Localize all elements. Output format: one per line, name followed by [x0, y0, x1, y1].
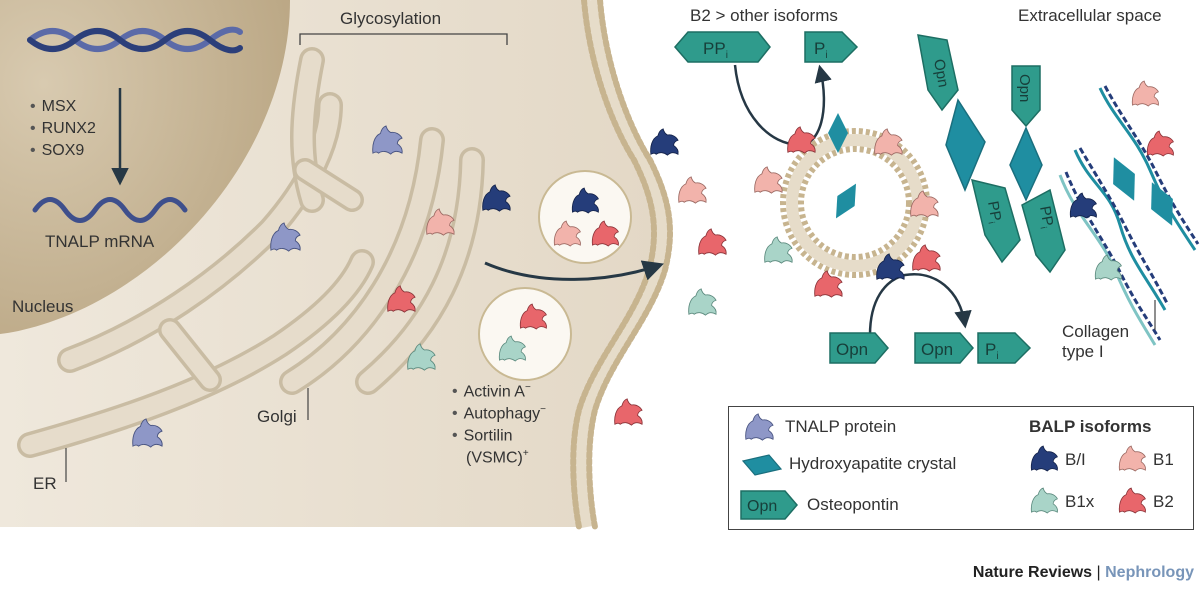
collagen-label: Collagen type I	[1062, 322, 1130, 361]
journal-name: Nature Reviews	[972, 564, 1093, 581]
balp-b1-icon	[874, 128, 903, 156]
balp-b-i-icon	[1069, 192, 1097, 219]
journal-subject: Nephrology	[1105, 564, 1194, 581]
secretion-arrow	[484, 260, 664, 281]
isoform-note: B2 > other isoforms	[690, 6, 838, 25]
secretory-vesicle-1	[538, 170, 632, 264]
balp-b1-icon	[754, 166, 783, 194]
golgi-apparatus	[279, 127, 485, 395]
balp-b2-icon	[912, 244, 941, 272]
svg-text:Opn: Opn	[921, 340, 953, 359]
legend-b2-label: B2	[1153, 492, 1174, 511]
regulator-item: Autophagy−	[452, 404, 546, 423]
osteopontin-icon	[740, 490, 798, 520]
pi-label: Pi	[814, 39, 828, 61]
osteopontin-chain-1: Opn PPi	[917, 34, 1021, 264]
endoplasmic-reticulum	[17, 47, 375, 458]
golgi-label: Golgi	[257, 407, 297, 426]
journal-credit: Nature Reviews | Nephrology	[973, 564, 1194, 582]
tnalp-protein-icon	[745, 413, 774, 441]
balp-b1-icon	[1118, 445, 1146, 472]
opn-tag-left: Opn	[829, 332, 889, 364]
balp-b1x-icon	[764, 236, 793, 264]
mrna-strand-icon	[32, 197, 188, 223]
regulator-item: Sortilin	[452, 426, 513, 445]
regulator-item: Activin A−	[452, 382, 531, 401]
extracellular-space-label: Extracellular space	[1018, 6, 1162, 25]
svg-text:PPi: PPi	[983, 200, 1005, 225]
hydroxyapatite-crystal-icon	[741, 454, 783, 476]
balp-b-i-icon	[1030, 445, 1058, 472]
regulator-item-continuation: (VSMC)+	[466, 448, 529, 467]
balp-b1-icon	[678, 176, 707, 204]
nucleus-label: Nucleus	[12, 297, 74, 316]
svg-text:PPi: PPi	[1035, 205, 1057, 230]
secretory-vesicle-2	[478, 287, 572, 381]
ppi-tag: PPi	[674, 31, 771, 63]
opn-tag-right: Opn	[914, 332, 974, 364]
balp-b2-icon	[1118, 487, 1146, 514]
dna-helix-icon	[27, 26, 243, 54]
balp-b-i-icon	[650, 128, 679, 156]
balp-b1-icon	[1131, 80, 1159, 107]
legend-icons: Opn	[740, 413, 1146, 520]
legend-b-i-label: B/I	[1065, 450, 1086, 469]
svg-text:Opn: Opn	[1016, 74, 1033, 102]
tf-item: SOX9	[30, 142, 85, 160]
nucleus	[0, 0, 290, 334]
ppi-label: PPi	[703, 39, 728, 61]
osteopontin-chain-2: Opn PPi	[1009, 65, 1066, 274]
balp-b2-icon	[614, 398, 643, 426]
balp-b2-icon	[787, 126, 816, 154]
glycosylation-bracket	[299, 33, 508, 45]
legend-b1-label: B1	[1153, 450, 1174, 469]
credit-separator: |	[1092, 564, 1106, 581]
balp-b2-icon	[698, 228, 727, 256]
balp-b1x-icon	[1094, 254, 1122, 281]
legend-b1x-label: B1x	[1065, 492, 1095, 511]
tf-item: RUNX2	[30, 120, 96, 138]
legend-balp-title: BALP isoforms	[1029, 417, 1152, 436]
er-label: ER	[33, 474, 57, 493]
ppi-hydrolysis-arrow	[733, 64, 832, 147]
glycosylation-label: Glycosylation	[340, 9, 442, 28]
opn-dephosphorylation-arrow	[868, 272, 972, 336]
legend-osteopontin-label: Osteopontin	[807, 495, 899, 514]
svg-text:Pi: Pi	[985, 340, 999, 362]
legend: Opn TNALP protein Hydroxyapatite crystal…	[728, 406, 1194, 530]
tf-item: MSX	[30, 98, 77, 116]
pi-product-tag: Pi	[977, 332, 1032, 364]
svg-text:Opn: Opn	[930, 58, 952, 89]
legend-hydroxyapatite-label: Hydroxyapatite crystal	[789, 454, 957, 473]
svg-text:Opn: Opn	[747, 498, 777, 515]
balp-b1x-icon	[688, 288, 717, 316]
balp-b1x-icon	[1030, 487, 1058, 514]
pi-tag: Pi	[804, 31, 859, 63]
mrna-label: TNALP mRNA	[45, 232, 155, 251]
svg-text:Opn: Opn	[836, 340, 868, 359]
legend-tnalp-label: TNALP protein	[785, 417, 897, 436]
balp-b2-icon	[1146, 130, 1174, 157]
membrane-outer-heads	[586, 0, 673, 530]
matrix-vesicle	[780, 128, 930, 278]
